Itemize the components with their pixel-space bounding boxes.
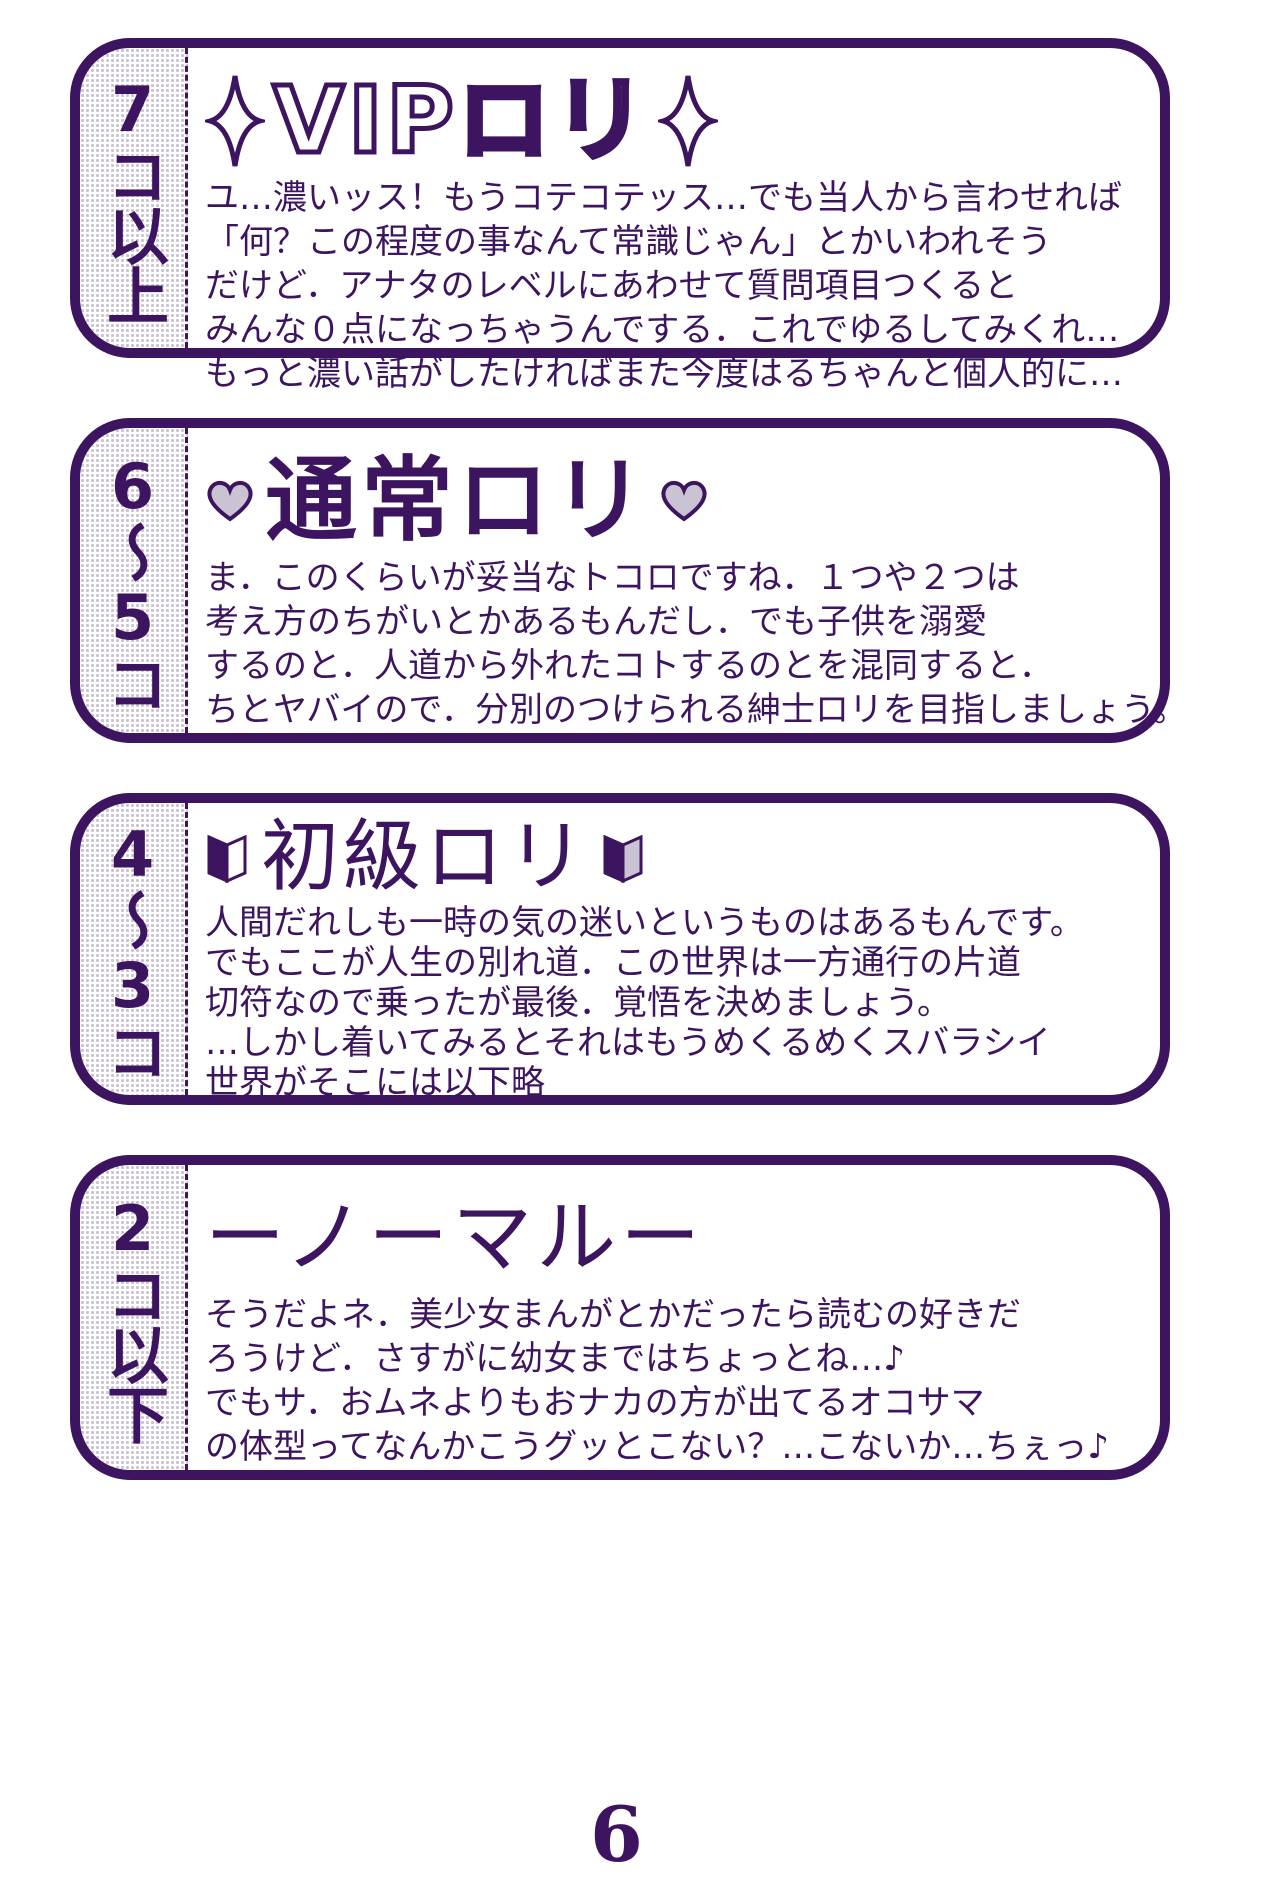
section-panel-vip: 7コ以上 VIPロリ ユ…濃いッス！もうコテコテッス…でも当人から言わせれば 「… — [70, 38, 1170, 394]
section-range: 2コ以下 — [96, 1192, 170, 1443]
heart-icon — [661, 481, 707, 522]
beginner-mark-icon — [603, 834, 643, 884]
body-line: の体型ってなんかこうグッとこない？…こないか…ちぇっ♪ — [205, 1427, 1109, 1467]
section-body: ユ…濃いッス！もうコテコテッス…でも当人から言わせれば 「何？この程度の事なんて… — [205, 176, 1130, 396]
body-line: でもここが人生の別れ道．この世界は一方通行の片道 — [205, 943, 1021, 983]
body-line: ま．このくらいが妥当なトコロですね．１つや２つは — [205, 558, 1020, 598]
section-title-row: 初級ロリ — [205, 811, 1130, 903]
section-title: 初級ロリ — [261, 812, 590, 902]
body-line: ろうけど．さすがに幼女まではちょっとね…♪ — [205, 1339, 905, 1379]
section-range-tab: 2コ以下 — [80, 1165, 188, 1470]
section-panel-beginner-loli: 4〜3コ 初級ロリ 人間だれしも一時の気の迷いというものはあるもんです。 でもこ… — [70, 793, 1170, 1105]
sparkle-icon — [657, 75, 718, 167]
section-range: 7コ以上 — [96, 72, 170, 324]
section-range: 4〜3コ — [96, 818, 170, 1080]
body-line: ユ…濃いッス！もうコテコテッス…でも当人から言わせれば — [205, 178, 1122, 218]
section-body: そうだよネ．美少女まんがとかだったら読むの好きだ ろうけど．さすがに幼女まではち… — [205, 1293, 1130, 1469]
section-body: 人間だれしも一時の気の迷いというものはあるもんです。 でもここが人生の別れ道．こ… — [205, 903, 1130, 1103]
section-title: 通常ロリ — [265, 447, 650, 554]
body-line: でもサ．おムネよりもおナカの方が出てるオコサマ — [205, 1383, 985, 1423]
body-line: 世界がそこには以下略 — [205, 1063, 545, 1103]
page-number: 6 — [590, 1790, 643, 1879]
section-body: ま．このくらいが妥当なトコロですね．１つや２つは 考え方のちがいとかあるもんだし… — [205, 556, 1187, 732]
body-line: みんな０点になっちゃうんでする．これでゆるしてみくれ… — [205, 310, 1120, 350]
section-panel-normal-loli: 6〜5コ 通常ロリ ま．このくらいが妥当なトコロですね．１つや２つは 考え方のち… — [70, 418, 1187, 743]
body-line: 切符なので乗ったが最後．覚悟を決めましょう。 — [205, 983, 951, 1023]
section-panel-normal: 2コ以下 ーノーマルー そうだよネ．美少女まんがとかだったら読むの好きだ ろうけ… — [70, 1155, 1170, 1480]
section-title: ーノーマルー — [205, 1191, 705, 1284]
body-line: …しかし着いてみるとそれはもうめくるめくスバラシイ — [205, 1023, 1051, 1063]
section-title-row: 通常ロリ — [205, 446, 1130, 556]
body-line: もっと濃い話がしたければまた今度はるちゃんと個人的に… — [205, 354, 1123, 394]
section-title-row: VIPロリ — [205, 66, 1130, 176]
section-title-row: ーノーマルー — [205, 1183, 1130, 1293]
section-range-tab: 4〜3コ — [80, 803, 188, 1095]
body-line: ちとヤバイので．分別のつけられる紳士ロリを目指しましょう。 — [205, 690, 1187, 730]
body-line: するのと．人道から外れたコトするのとを混同すると． — [205, 646, 1053, 686]
sparkle-icon — [205, 75, 265, 167]
body-line: だけど．アナタのレベルにあわせて質問項目つくると — [205, 266, 1018, 306]
section-range-tab: 6〜5コ — [80, 428, 188, 733]
section-range-tab: 7コ以上 — [80, 48, 188, 348]
beginner-mark-icon — [207, 834, 247, 884]
body-line: そうだよネ．美少女まんがとかだったら読むの好きだ — [205, 1295, 1021, 1335]
body-line: 「何？この程度の事なんて常識じゃん」とかいわれそう — [205, 222, 1052, 262]
section-title: VIPロリ — [271, 67, 650, 174]
section-range: 6〜5コ — [96, 449, 170, 712]
heart-icon — [207, 481, 253, 522]
body-line: 考え方のちがいとかあるもんだし．でも子供を溺愛 — [205, 602, 987, 642]
body-line: 人間だれしも一時の気の迷いというものはあるもんです。 — [205, 903, 1084, 943]
